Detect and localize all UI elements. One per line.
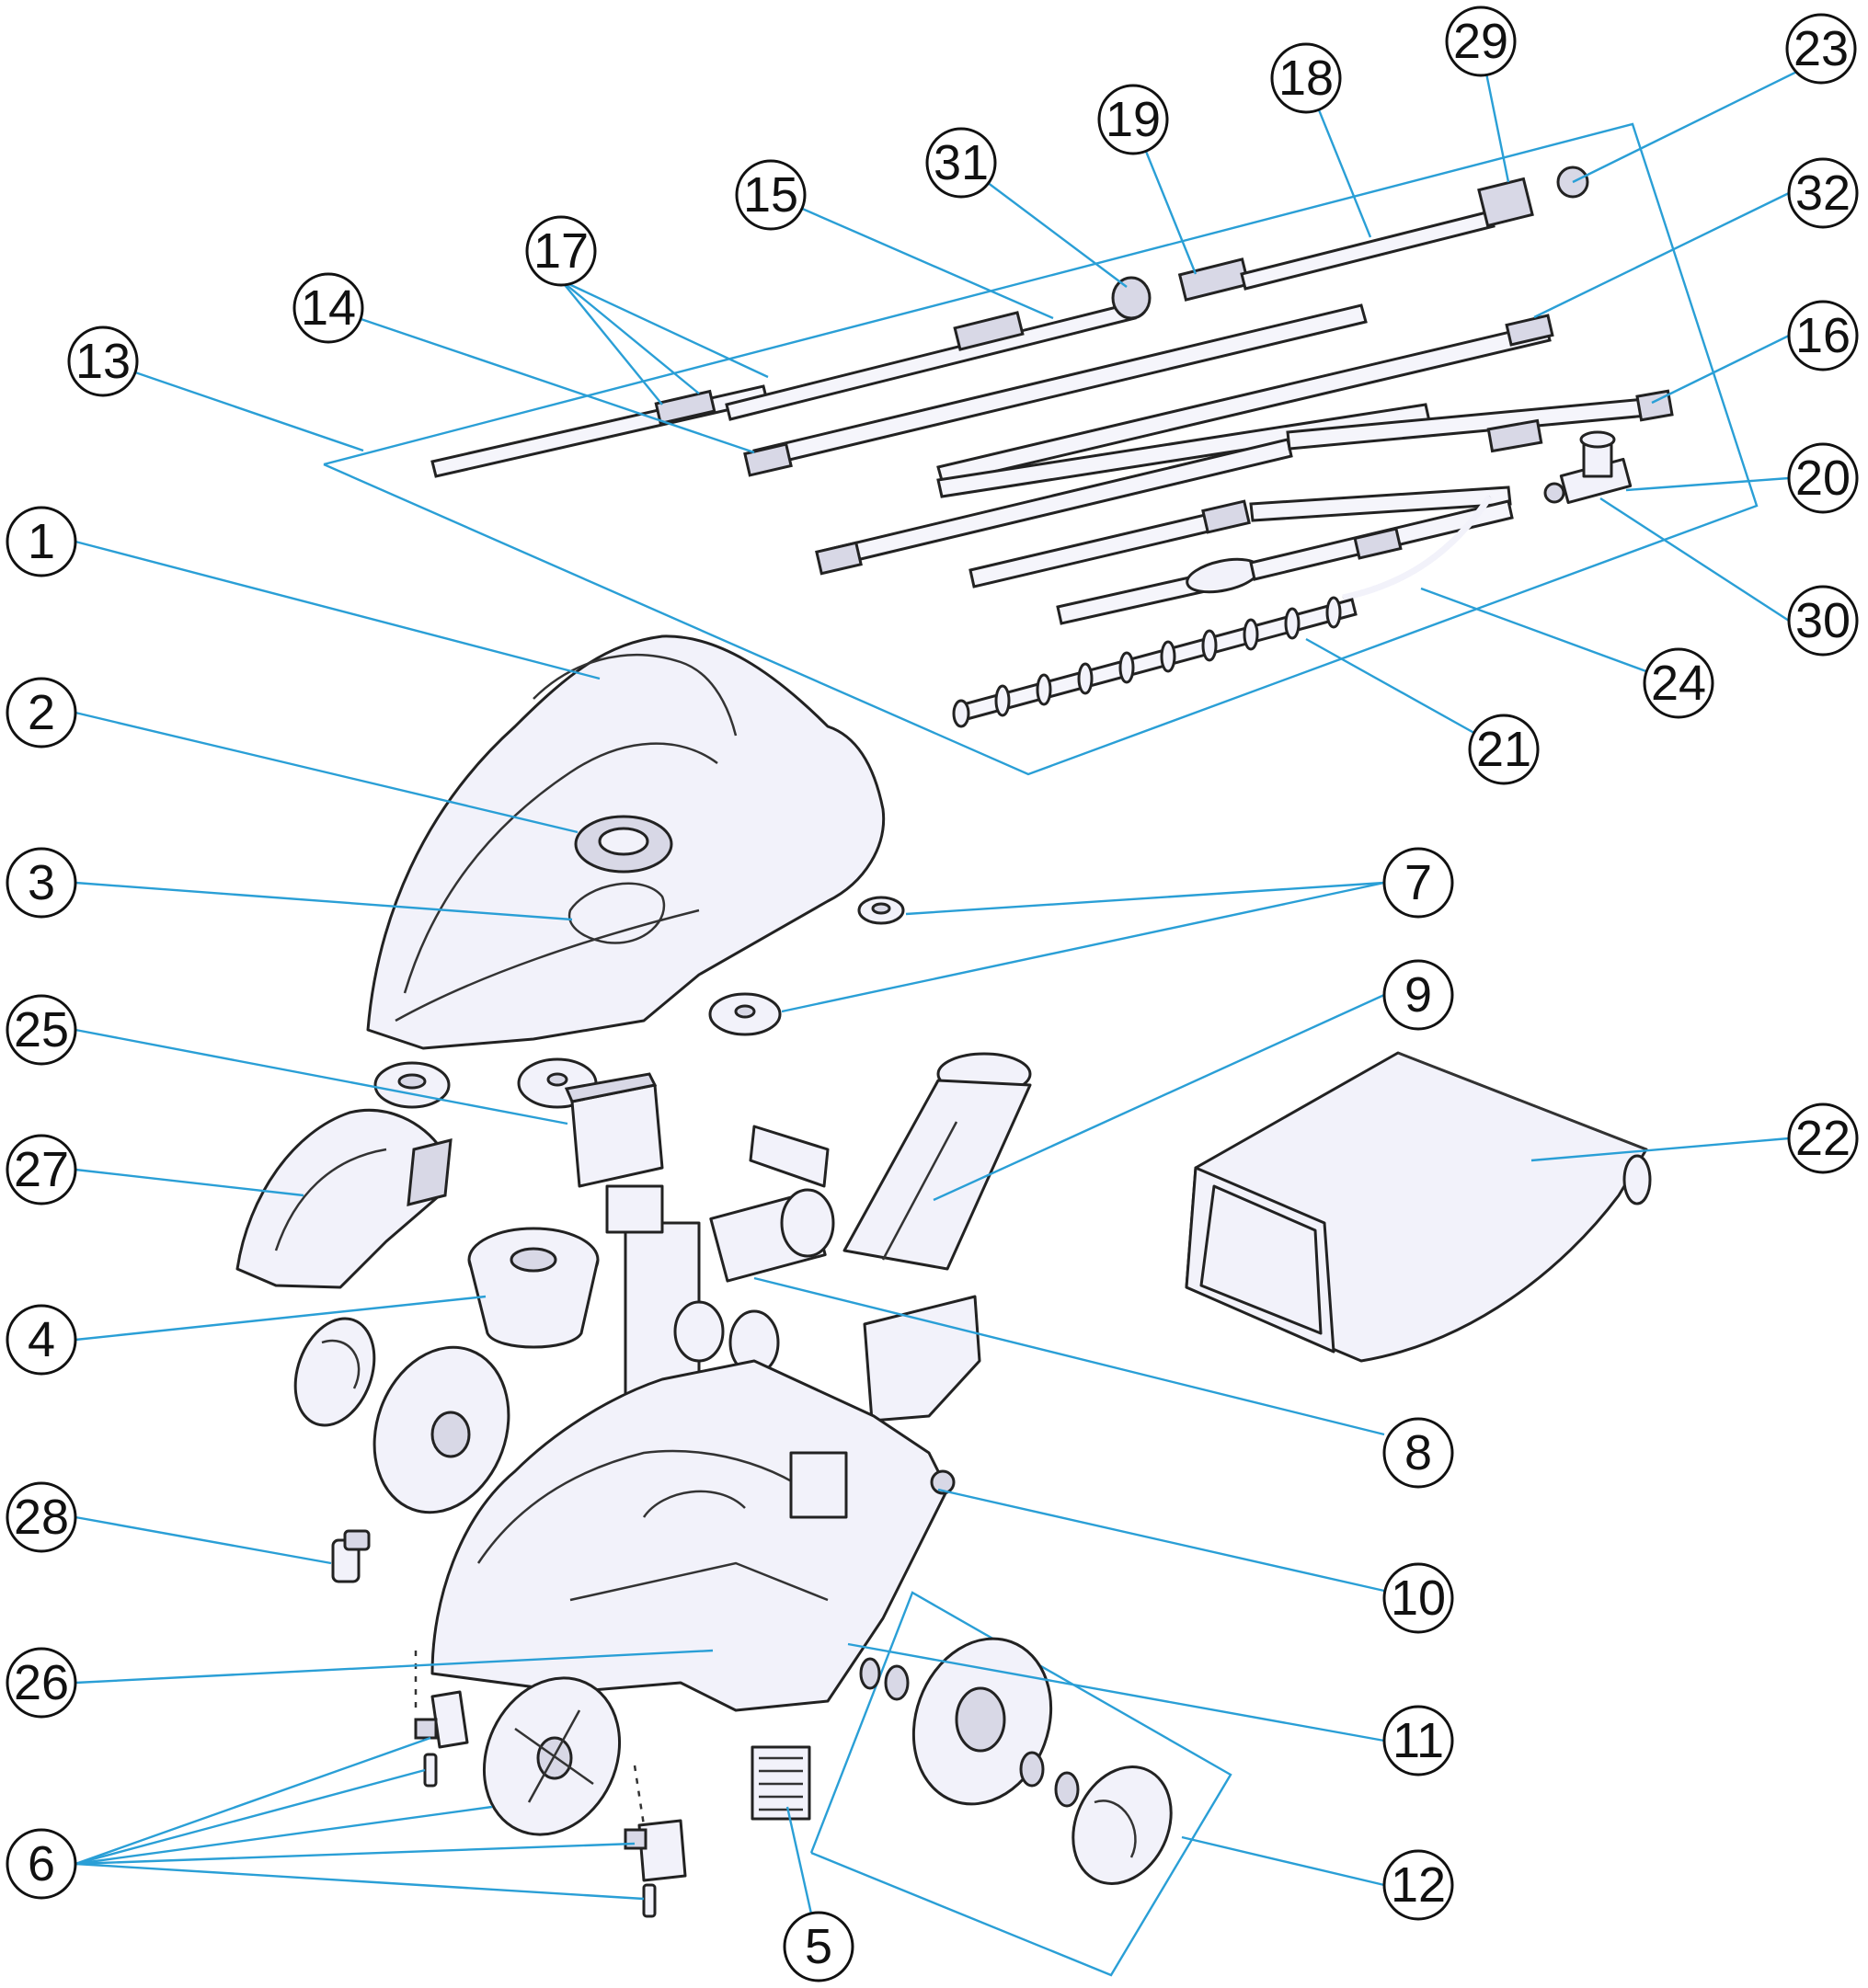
- callout-16: 16: [1787, 300, 1859, 371]
- side-fin-part: [863, 1295, 981, 1422]
- callout-27: 27: [6, 1134, 77, 1205]
- t-fitting-part: [1543, 430, 1633, 505]
- bumper-disc-hole: [546, 1072, 568, 1087]
- callout-20: 20: [1787, 442, 1859, 514]
- callout-label: 30: [1795, 593, 1851, 648]
- disc-part-hole: [734, 1004, 756, 1019]
- callout-6: 6: [6, 1828, 77, 1900]
- callout-29: 29: [1445, 6, 1517, 77]
- small-bracket-part: [749, 1125, 830, 1188]
- callout-label: 22: [1795, 1111, 1851, 1166]
- callout-label: 8: [1404, 1425, 1432, 1480]
- callout-label: 6: [28, 1836, 55, 1891]
- callout-label: 19: [1106, 92, 1161, 147]
- bumper-disc-hole: [397, 1073, 427, 1090]
- chute-part: [842, 1052, 1032, 1271]
- callout-label: 23: [1794, 21, 1849, 76]
- flapper-rod-part: [952, 596, 1358, 728]
- callout-label: 14: [301, 280, 356, 336]
- callout-label: 12: [1391, 1857, 1446, 1913]
- callout-label: 11: [1392, 1713, 1444, 1768]
- callout-11: 11: [1382, 1705, 1454, 1777]
- hose-rod-group: [323, 122, 1759, 776]
- callout-21: 21: [1468, 714, 1540, 785]
- callout-18: 18: [1270, 42, 1342, 114]
- callout-30: 30: [1787, 585, 1859, 657]
- callout-label: 31: [934, 135, 989, 190]
- rod-part: [743, 303, 1368, 477]
- callout-1: 1: [6, 506, 77, 577]
- callout-28: 28: [6, 1481, 77, 1553]
- left-wheel-part: [372, 1345, 510, 1514]
- rod-part: [968, 486, 1512, 588]
- left-side-cap-part: [293, 1317, 376, 1427]
- callout-13: 13: [67, 326, 139, 397]
- filter-bag-part: [1185, 1051, 1652, 1363]
- group-13-bracket: [323, 122, 1759, 776]
- callout-label: 16: [1795, 308, 1851, 363]
- callout-14: 14: [292, 272, 364, 344]
- callout-label: 27: [14, 1142, 69, 1197]
- rear-wheel-assembly: [414, 1651, 687, 1918]
- callout-22: 22: [1787, 1103, 1859, 1174]
- callout-label: 32: [1795, 166, 1851, 221]
- front-housing-part: [235, 1108, 453, 1289]
- callout-label: 29: [1453, 14, 1508, 69]
- callout-25: 25: [6, 994, 77, 1066]
- callout-label: 5: [805, 1919, 832, 1974]
- callout-label: 17: [533, 223, 589, 279]
- callout-24: 24: [1643, 647, 1714, 719]
- callout-2: 2: [6, 677, 77, 748]
- right-wheel-kit-part: [809, 1591, 1232, 1977]
- top-cover-part: [366, 634, 886, 1050]
- pump-cup-part: [467, 1227, 600, 1349]
- callout-label: 26: [14, 1655, 69, 1710]
- callout-label: 3: [28, 855, 55, 910]
- connector-part: [331, 1529, 371, 1583]
- callout-10: 10: [1382, 1562, 1454, 1634]
- callout-label: 9: [1404, 967, 1432, 1023]
- callout-26: 26: [6, 1647, 77, 1719]
- callout-5: 5: [783, 1911, 854, 1982]
- callout-label: 18: [1278, 51, 1334, 106]
- callout-31: 31: [925, 127, 997, 199]
- callout-9: 9: [1382, 959, 1454, 1031]
- base-chassis-part: [430, 1359, 956, 1712]
- disc-part-hole: [871, 902, 891, 915]
- leader-lines: [74, 45, 1822, 1948]
- callout-8: 8: [1382, 1417, 1454, 1489]
- callout-label: 2: [28, 685, 55, 740]
- grille-part: [751, 1745, 811, 1821]
- callout-label: 25: [14, 1002, 69, 1057]
- callout-3: 3: [6, 847, 77, 919]
- callout-label: 24: [1651, 656, 1706, 711]
- callout-19: 19: [1097, 84, 1169, 155]
- callout-label: 10: [1391, 1571, 1446, 1626]
- callout-label: 28: [14, 1490, 69, 1545]
- callout-label: 1: [28, 514, 55, 569]
- rod-part: [815, 389, 1674, 576]
- callout-17: 17: [525, 215, 597, 287]
- callout-15: 15: [735, 159, 807, 231]
- callout-12: 12: [1382, 1849, 1454, 1921]
- callout-label: 7: [1404, 855, 1432, 910]
- callout-label: 20: [1795, 451, 1851, 506]
- callout-label: 4: [28, 1312, 55, 1367]
- motor-assembly-part: [605, 1184, 835, 1409]
- rod-part: [1056, 499, 1514, 625]
- curved-hose-inner: [1342, 495, 1493, 601]
- rod-part: [725, 166, 1589, 421]
- block-part: [564, 1072, 664, 1188]
- callout-4: 4: [6, 1304, 77, 1376]
- callout-label: 15: [743, 167, 798, 223]
- callout-23: 23: [1785, 13, 1857, 85]
- callout-label: 13: [75, 334, 131, 389]
- callout-7: 7: [1382, 847, 1454, 919]
- callout-label: 21: [1476, 722, 1531, 777]
- callout-32: 32: [1787, 157, 1859, 229]
